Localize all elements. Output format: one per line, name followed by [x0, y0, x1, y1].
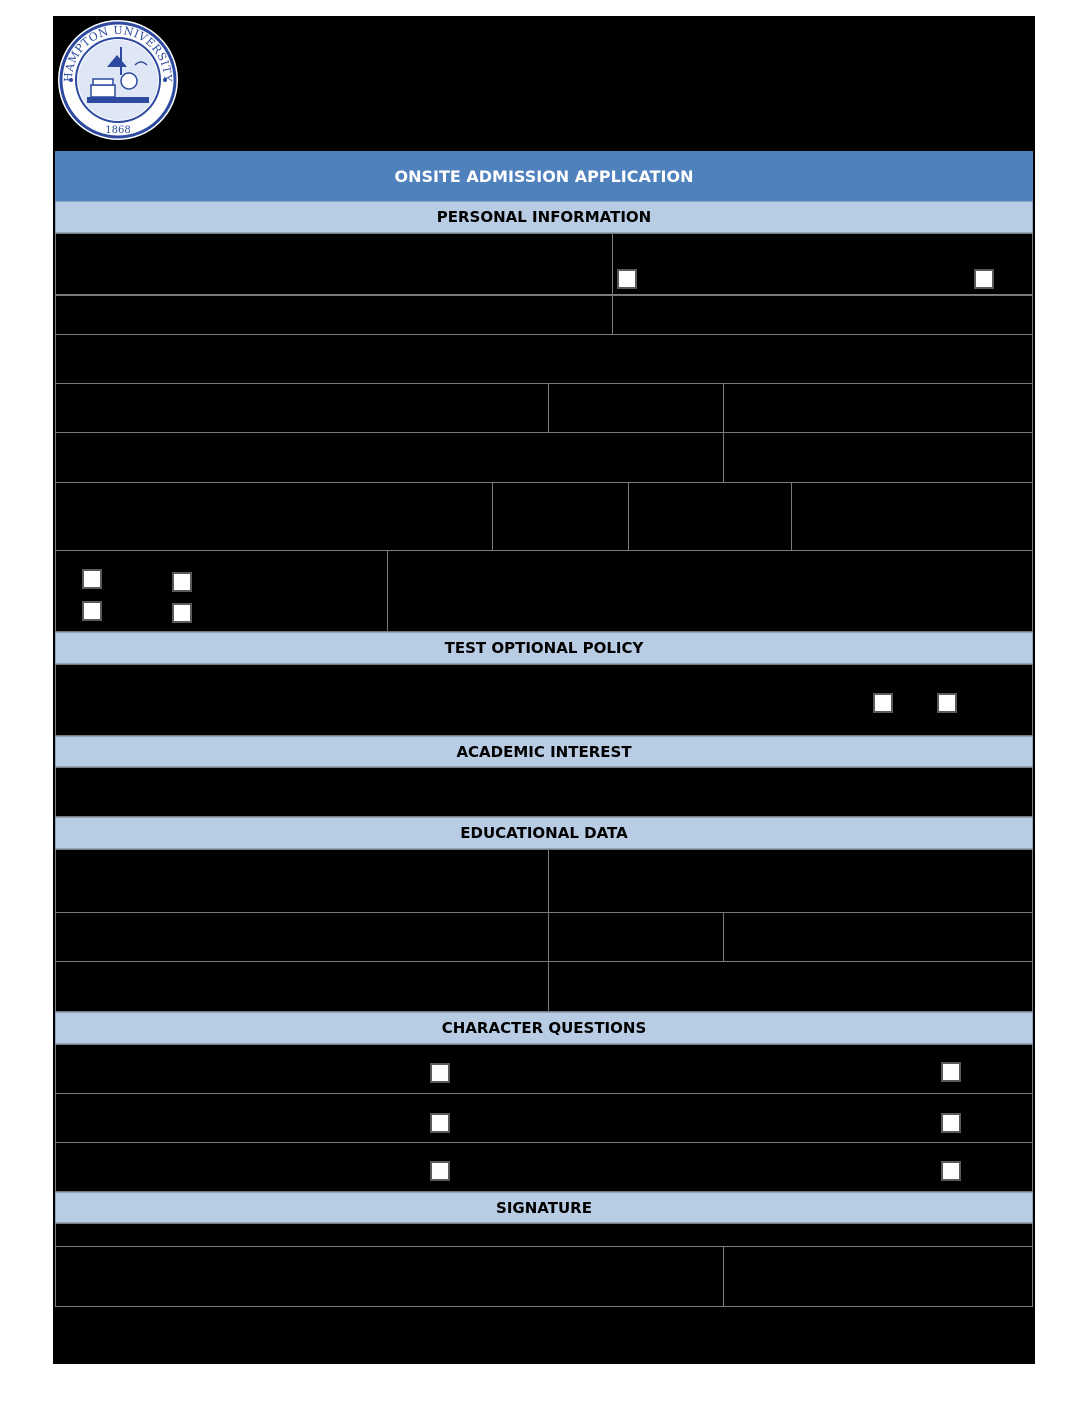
field-cell[interactable] — [548, 961, 1033, 1012]
field-cell[interactable] — [723, 912, 1033, 962]
checkbox[interactable] — [941, 1113, 961, 1133]
field-cell[interactable] — [55, 961, 549, 1012]
field-cell[interactable] — [723, 383, 1033, 433]
checkbox[interactable] — [937, 693, 957, 713]
field-cell[interactable] — [612, 295, 1033, 335]
section-character-questions: CHARACTER QUESTIONS — [55, 1012, 1033, 1044]
seal-year: 1868 — [105, 125, 130, 136]
checkbox[interactable] — [82, 569, 102, 589]
section-educational-data: EDUCATIONAL DATA — [55, 817, 1033, 849]
field-cell[interactable] — [628, 482, 792, 551]
section-signature: SIGNATURE — [55, 1192, 1033, 1223]
checkbox[interactable] — [430, 1063, 450, 1083]
checkbox[interactable] — [430, 1161, 450, 1181]
checkbox[interactable] — [430, 1113, 450, 1133]
signature-field[interactable] — [55, 1246, 724, 1307]
checkbox[interactable] — [172, 572, 192, 592]
checkbox[interactable] — [172, 603, 192, 623]
field-cell[interactable] — [548, 912, 724, 962]
field-cell[interactable] — [548, 849, 1033, 913]
section-personal-information: PERSONAL INFORMATION — [55, 201, 1033, 233]
field-cell[interactable] — [55, 1093, 1033, 1143]
field-cell[interactable] — [55, 767, 1033, 817]
section-test-optional-policy: TEST OPTIONAL POLICY — [55, 632, 1033, 664]
field-cell[interactable] — [55, 295, 613, 335]
checkbox[interactable] — [873, 693, 893, 713]
field-cell[interactable] — [55, 912, 549, 962]
checkbox[interactable] — [941, 1161, 961, 1181]
field-cell[interactable] — [612, 233, 1033, 295]
field-cell[interactable] — [55, 664, 1033, 736]
header: HAMPTON UNIVERSITY 1868 — [53, 16, 1035, 151]
section-academic-interest: ACADEMIC INTEREST — [55, 736, 1033, 767]
field-cell[interactable] — [723, 432, 1033, 483]
field-cell[interactable] — [55, 550, 388, 632]
form-title: ONSITE ADMISSION APPLICATION — [55, 151, 1033, 201]
field-cell[interactable] — [55, 334, 1033, 384]
field-cell[interactable] — [55, 1142, 1033, 1192]
field-cell[interactable] — [492, 482, 629, 551]
field-cell[interactable] — [55, 432, 724, 483]
field-cell[interactable] — [55, 383, 549, 433]
field-cell[interactable] — [548, 383, 724, 433]
checkbox[interactable] — [974, 269, 994, 289]
field-cell[interactable] — [55, 1044, 1033, 1094]
application-form: HAMPTON UNIVERSITY 1868 ONSITE ADMISSION… — [53, 16, 1035, 1364]
checkbox[interactable] — [941, 1062, 961, 1082]
field-cell[interactable] — [387, 550, 1033, 632]
date-field[interactable] — [723, 1246, 1033, 1307]
university-seal-logo: HAMPTON UNIVERSITY 1868 — [58, 20, 178, 140]
field-cell[interactable] — [55, 233, 613, 295]
field-cell[interactable] — [55, 482, 493, 551]
field-cell[interactable] — [791, 482, 1033, 551]
field-cell[interactable] — [55, 1223, 1033, 1247]
checkbox[interactable] — [82, 601, 102, 621]
field-cell[interactable] — [55, 849, 549, 913]
checkbox[interactable] — [617, 269, 637, 289]
